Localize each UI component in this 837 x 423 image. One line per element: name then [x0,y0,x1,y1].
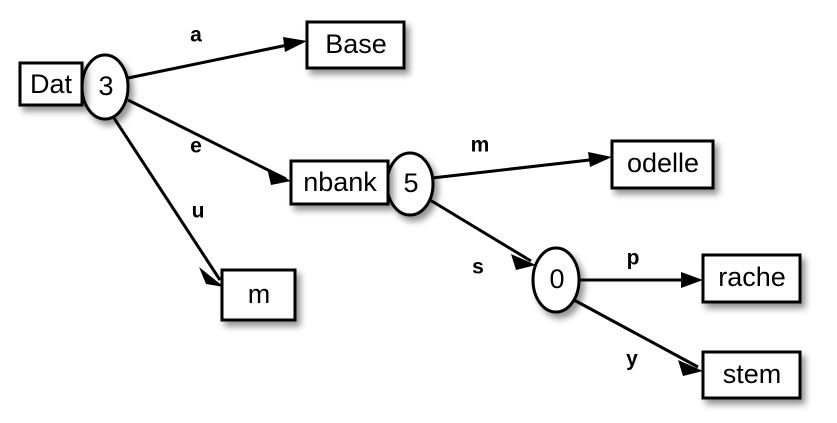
node-base[interactable] [305,20,406,70]
edge-y-label: y [626,348,638,371]
node-rache-rect [701,253,802,304]
node-0[interactable] [531,246,581,314]
node-dat[interactable] [18,61,84,107]
edge-s-line [429,198,532,263]
node-odelle[interactable] [610,139,715,190]
edge-y-line [573,298,699,369]
edge-a[interactable]: a [127,24,307,80]
edge-e[interactable]: e [127,98,291,185]
node-base-label: Base [325,29,387,59]
node-m-label: m [248,279,271,309]
edge-u-label: u [192,200,205,223]
edge-y[interactable]: y [573,298,703,376]
edge-m-arrowhead [588,152,612,167]
node-nbank-rect [289,159,390,206]
node-nbank[interactable] [289,159,390,206]
edges-layer: a e u m s [112,24,703,376]
node-m-rect [220,268,297,322]
edge-u-line [112,117,222,281]
node-0-ellipse [531,246,581,314]
edge-m[interactable]: m [431,134,612,180]
node-base-rect [305,20,406,70]
edge-e-arrowhead [267,168,291,185]
nodes-layer: Dat 3 Base nbank 5 m [18,20,802,400]
edge-p[interactable]: p [579,247,703,288]
node-3-label: 3 [98,71,113,101]
node-stem[interactable] [701,350,802,400]
edge-s-label: s [472,256,484,279]
edge-s[interactable]: s [429,198,536,279]
edge-a-line [127,40,303,80]
node-rache-label: rache [718,262,786,292]
node-5-label: 5 [403,168,418,198]
node-m[interactable] [220,268,297,322]
edge-a-arrowhead [283,37,307,52]
node-0-label: 0 [549,264,564,294]
node-stem-label: stem [723,359,782,389]
edge-m-label: m [471,134,490,157]
edge-e-label: e [190,135,202,158]
edge-u-arrowhead [199,267,224,287]
edge-m-line [431,156,608,180]
node-dat-label: Dat [30,69,73,99]
edge-u[interactable]: u [112,117,224,287]
edge-p-arrowhead [681,272,703,288]
node-nbank-label: nbank [303,167,377,197]
edge-s-arrowhead [511,254,536,270]
edge-e-line [127,98,287,181]
edge-y-arrowhead [678,360,703,376]
node-odelle-label: odelle [627,148,699,178]
node-stem-rect [701,350,802,400]
node-dat-rect [18,61,84,107]
edge-a-label: a [190,24,202,47]
node-rache[interactable] [701,253,802,304]
node-odelle-rect [610,139,715,190]
edge-p-label: p [627,247,640,270]
